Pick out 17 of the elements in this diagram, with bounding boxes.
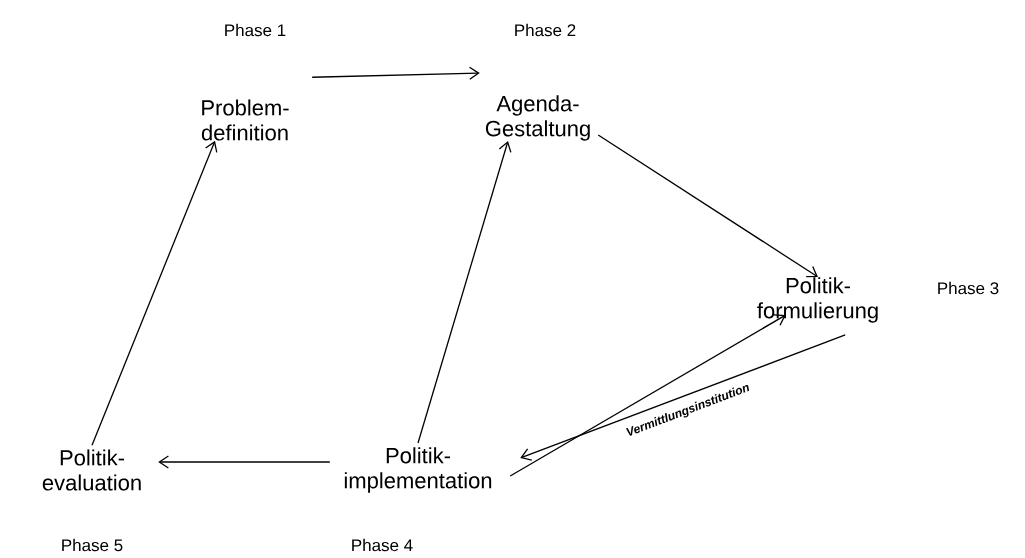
stage-label: Problem- definition: [201, 99, 289, 141]
stage-label: Politik- evaluation: [42, 449, 141, 491]
stage-label: Agenda- Gestaltung: [485, 95, 590, 141]
phase-label: Phase 4: [352, 538, 413, 552]
arrow: [509, 314, 786, 477]
stage-label: Politik- formulierung: [757, 277, 878, 323]
arrow: [91, 140, 218, 446]
arrow: [520, 334, 846, 461]
arrow: [597, 134, 818, 278]
arrow: [158, 455, 331, 469]
phase-label: Phase 3: [938, 281, 999, 295]
stage-label: Politik- implementation: [344, 447, 492, 493]
phase-label: Phase 5: [62, 538, 123, 552]
phase-label: Phase 1: [225, 23, 286, 37]
arrow: [417, 140, 512, 444]
phase-label: Phase 2: [515, 23, 576, 37]
arrow: [311, 66, 480, 80]
